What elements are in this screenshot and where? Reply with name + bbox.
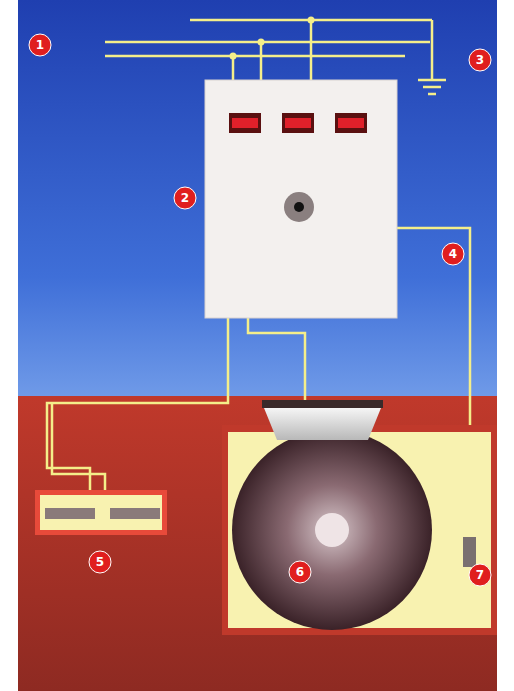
ground-symbol xyxy=(418,80,446,94)
callout-number: 6 xyxy=(289,561,311,583)
indicator-lamps xyxy=(229,113,367,133)
callout-number: 5 xyxy=(89,551,111,573)
callout-number: 3 xyxy=(469,49,491,71)
drum xyxy=(232,430,432,630)
push-button-center xyxy=(294,202,304,212)
callout-number: 2 xyxy=(174,187,196,209)
sky-ground xyxy=(18,0,497,396)
floor-ground xyxy=(18,396,497,691)
hopper-rim xyxy=(262,400,383,408)
callout-discs xyxy=(29,34,491,586)
junction-dots xyxy=(230,17,315,60)
push-button xyxy=(284,192,314,222)
drum-hub xyxy=(315,513,349,547)
supply-lines xyxy=(105,20,432,80)
callout-number: 1 xyxy=(29,34,51,56)
hopper xyxy=(262,403,383,440)
control-box xyxy=(205,80,397,318)
sensor-frame xyxy=(35,490,167,535)
electrode xyxy=(45,508,95,519)
electrode xyxy=(110,508,160,519)
floor-sensor xyxy=(40,495,162,530)
callout-number: 7 xyxy=(469,564,491,586)
callout-number: 4 xyxy=(442,243,464,265)
pit-frame xyxy=(222,425,497,635)
probe xyxy=(463,537,476,567)
